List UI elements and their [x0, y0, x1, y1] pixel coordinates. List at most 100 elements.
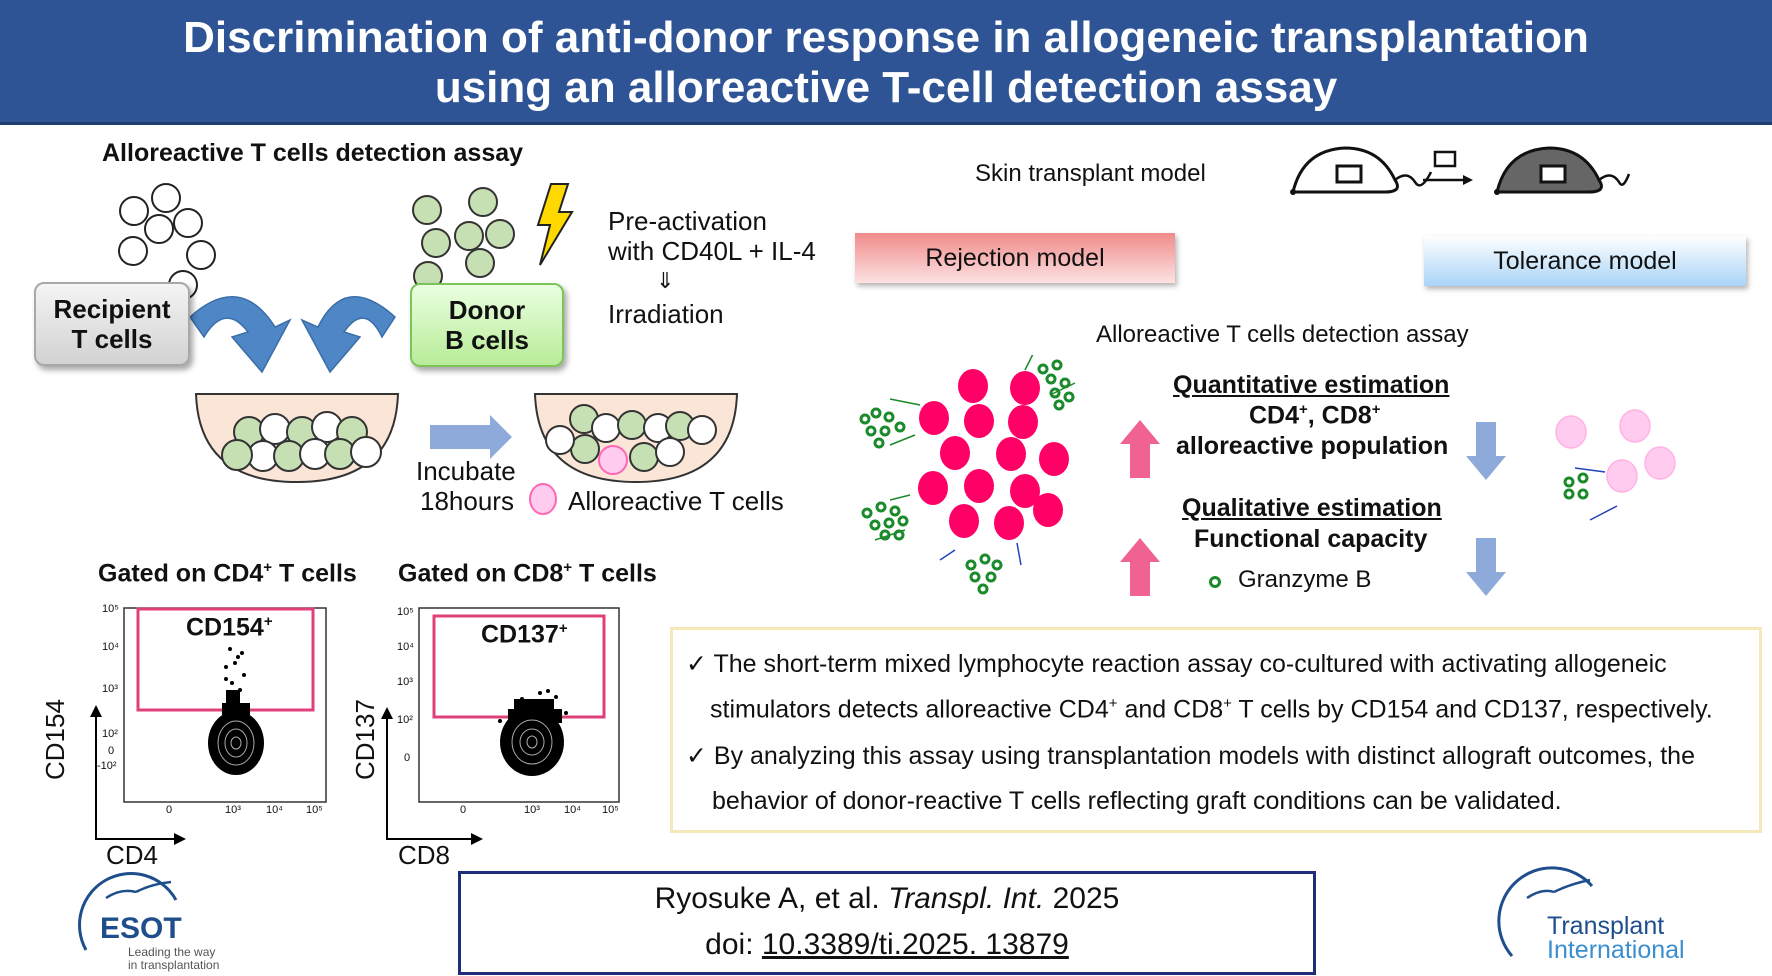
- gate-2-label: CD137+: [481, 620, 568, 649]
- doi-link[interactable]: 10.3389/ti.2025. 13879: [761, 928, 1069, 961]
- plot-2-ylabel: CD137: [350, 699, 380, 780]
- recipient-label-2: T cells: [71, 324, 153, 354]
- mouse-transplant-icons: [1290, 146, 1630, 195]
- down-arrow-icon: ⇓: [656, 268, 675, 293]
- curved-arrow-left-icon: [189, 296, 292, 374]
- well-1-cells: [221, 411, 382, 472]
- preactivation-line-2: with CD40L + IL-4: [608, 236, 816, 266]
- citation-doi: doi: 10.3389/ti.2025. 13879: [705, 928, 1069, 961]
- p1-ytick: 0: [108, 745, 115, 757]
- plot-1-events: [208, 647, 264, 775]
- plot-1-ylabel: CD154: [40, 699, 70, 780]
- transplant-international-logo: [1497, 866, 1594, 957]
- p1-ytick: -10²: [97, 760, 117, 772]
- tolerance-cluster: [1555, 409, 1676, 521]
- plot-2-frame: [418, 607, 620, 803]
- qual-title: Qualitative estimation: [1182, 494, 1442, 522]
- p1-xtick: 0: [166, 804, 173, 816]
- qual-line-2: Functional capacity: [1194, 525, 1428, 553]
- quant-line-3: alloreactive population: [1176, 432, 1449, 460]
- bullet-1-line-1: ✓ The short-term mixed lymphocyte reacti…: [686, 650, 1667, 678]
- down-arrow-icon: [1466, 422, 1506, 480]
- plot-1-contours: [217, 720, 255, 766]
- incubate-label-2: 18hours: [420, 486, 514, 516]
- cd8-gate-heading: Gated on CD8+ T cells: [398, 559, 657, 588]
- p2-xtick: 10⁵: [602, 804, 619, 816]
- quant-title: Quantitative estimation: [1173, 371, 1450, 399]
- bullet-2-line-2: behavior of donor-reactive T cells refle…: [712, 787, 1562, 815]
- plot-2-xlabel: CD8: [398, 840, 451, 870]
- citation-box: Ryosuke A, et al. Transpl. Int. 2025 doi…: [458, 871, 1316, 975]
- tolerance-model-box: Tolerance model: [1424, 236, 1746, 286]
- incubate-label-1: Incubate: [416, 456, 516, 486]
- plot-1-axes: [95, 713, 178, 840]
- esot-logo: [78, 872, 178, 951]
- incubate-arrow-icon: [430, 415, 512, 459]
- p1-ytick: 10³: [102, 683, 118, 695]
- p2-ytick: 10³: [397, 676, 413, 688]
- plot-2-contours: [511, 719, 553, 765]
- gate-1-label: CD154+: [186, 613, 273, 642]
- irradiation-label: Irradiation: [608, 299, 724, 329]
- alloreactive-legend-icon: [529, 483, 557, 515]
- recipient-label-1: Recipient: [53, 294, 171, 324]
- p1-xtick: 10³: [225, 804, 241, 816]
- flow-plots: [90, 607, 620, 845]
- rejection-cluster: [874, 355, 1076, 566]
- p1-xtick: 10⁴: [266, 804, 283, 816]
- up-arrows: [1120, 420, 1160, 596]
- well-2-cells: [545, 404, 717, 475]
- alloreactive-cells-low: [1555, 409, 1676, 493]
- citation-authors: Ryosuke A, et al. Transpl. Int. 2025: [654, 882, 1120, 915]
- down-arrow-icon: [1466, 538, 1506, 596]
- recipient-t-cells-box: Recipient T cells: [34, 282, 190, 366]
- bullet-1-line-2: stimulators detects alloreactive CD4+ an…: [710, 695, 1713, 724]
- p1-ytick: 10⁵: [102, 603, 119, 615]
- title-line-2: using an alloreactive T-cell detection a…: [434, 63, 1338, 112]
- hands-icon: [105, 880, 172, 900]
- p2-xtick: 10³: [524, 804, 540, 816]
- up-arrow-icon: [1120, 420, 1160, 478]
- alloreactive-legend-label: Alloreactive T cells: [568, 486, 784, 516]
- assay-label-right: Alloreactive T cells detection assay: [1096, 321, 1469, 348]
- plot-2-axes: [386, 715, 475, 840]
- skin-model-label: Skin transplant model: [975, 160, 1206, 187]
- donor-cells: [412, 187, 515, 291]
- p1-ytick: 10²: [102, 728, 118, 740]
- up-arrow-icon: [1120, 538, 1160, 596]
- plot-2-events: [498, 689, 568, 776]
- summary-box: [670, 627, 1762, 833]
- p1-xtick: 10⁵: [306, 804, 323, 816]
- granzyme-label: Granzyme B: [1238, 566, 1372, 593]
- title-banner: Discrimination of anti-donor response in…: [0, 0, 1772, 125]
- granzyme-granules: [859, 359, 1075, 595]
- down-arrows: [1466, 422, 1506, 596]
- p2-ytick: 10²: [397, 714, 413, 726]
- p1-ytick: 10⁴: [102, 641, 119, 653]
- p2-xtick: 10⁴: [564, 804, 581, 816]
- p2-xtick: 0: [460, 804, 467, 816]
- donor-label-2: B cells: [445, 325, 529, 355]
- donor-label-1: Donor: [448, 295, 526, 325]
- lightning-icon: [536, 183, 574, 266]
- p2-ytick: 10⁵: [397, 606, 414, 618]
- granzyme-legend-icon: [1209, 576, 1221, 588]
- p2-ytick: 10⁴: [397, 641, 414, 653]
- hands-icon: [1526, 878, 1591, 900]
- p2-ytick: 0: [404, 752, 411, 764]
- title-line-1: Discrimination of anti-donor response in…: [183, 13, 1589, 62]
- rejection-model-box: Rejection model: [855, 233, 1175, 283]
- cd4-gate-heading: Gated on CD4+ T cells: [98, 559, 357, 588]
- donor-b-cells-box: Donor B cells: [410, 283, 564, 367]
- assay-heading: Alloreactive T cells detection assay: [102, 139, 524, 167]
- alloreactive-cells-high: [918, 369, 1069, 540]
- plot-1-xlabel: CD4: [106, 840, 159, 870]
- graft-icon: [1433, 150, 1457, 168]
- curved-arrow-right-icon: [300, 296, 396, 374]
- quant-line-2: CD4+, CD8+: [1249, 401, 1381, 430]
- bullet-2-line-1: ✓ By analyzing this assay using transpla…: [686, 742, 1695, 770]
- preactivation-line-1: Pre-activation: [608, 206, 767, 236]
- esot-name: ESOT: [100, 912, 182, 945]
